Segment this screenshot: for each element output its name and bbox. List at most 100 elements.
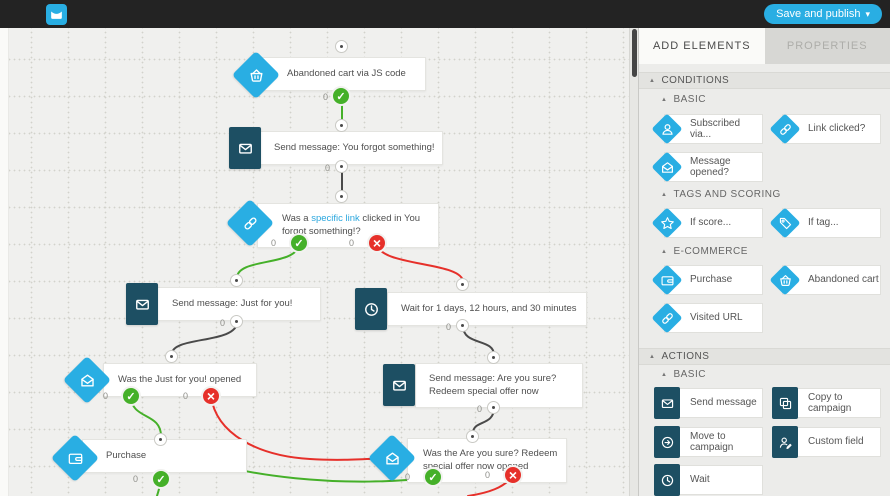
success-port[interactable]	[331, 86, 351, 106]
palette-item-link-clicked[interactable]: Link clicked?	[769, 113, 881, 145]
node-send-message-square[interactable]	[126, 283, 158, 325]
group-actions-basic[interactable]: BASIC	[639, 369, 890, 380]
palette-item-message-opened[interactable]: Message opened?	[651, 151, 763, 183]
node-send-message-square[interactable]	[229, 127, 261, 169]
palette-item-subscribed-via[interactable]: Subscribed via...	[651, 113, 763, 145]
failure-port[interactable]	[367, 233, 387, 253]
group-conditions-basic[interactable]: BASIC	[639, 94, 890, 105]
palette-item-box: Custom field	[782, 427, 881, 457]
node-send-message-square[interactable]	[383, 364, 415, 406]
node-wait[interactable]: Wait for 1 days, 12 hours, and 30 minute…	[387, 292, 587, 326]
node-purchase-diamond[interactable]	[51, 434, 99, 482]
palette-item-box: Move to campaign	[664, 427, 763, 457]
mail-open-icon	[80, 373, 94, 387]
node-label: Abandoned cart via JS code	[287, 67, 406, 79]
palette-item-custom-field[interactable]: Custom field	[769, 426, 881, 458]
node-purchase-condition[interactable]: Purchase	[82, 439, 247, 473]
palette-item-purchase[interactable]: Purchase	[651, 264, 763, 296]
user-icon	[661, 123, 673, 135]
collapse-caret-icon	[661, 369, 673, 380]
palette-item-label: Copy to campaign	[808, 391, 852, 415]
section-actions[interactable]: ACTIONS	[639, 348, 890, 365]
section-conditions[interactable]: CONDITIONS	[639, 72, 890, 89]
palette-item-label: Move to campaign	[690, 430, 734, 454]
specific-link-text[interactable]: specific link	[311, 213, 360, 225]
output-port[interactable]	[456, 319, 469, 332]
link-icon	[778, 122, 792, 136]
scrollbar-thumb[interactable]	[632, 29, 637, 77]
node-label: Was the Just for you! opened	[118, 373, 242, 385]
save-and-publish-button[interactable]: Save and publish	[764, 4, 882, 24]
condition-diamond	[651, 151, 683, 183]
node-send-message-are-you-sure[interactable]: Send message: Are you sure? Redeem speci…	[415, 363, 583, 408]
palette-item-wait[interactable]: Wait	[651, 464, 763, 496]
group-title: BASIC	[673, 369, 706, 380]
input-port[interactable]	[154, 433, 167, 446]
link-icon	[242, 215, 258, 231]
output-port[interactable]	[230, 315, 243, 328]
success-port[interactable]	[423, 467, 443, 487]
tab-add-elements[interactable]: ADD ELEMENTS	[639, 28, 765, 64]
brand-logo-icon[interactable]	[46, 4, 67, 25]
group-e-commerce[interactable]: E-COMMERCE	[639, 246, 890, 257]
palette-item-box: Wait	[664, 465, 763, 495]
collapse-caret-icon	[661, 94, 673, 105]
node-label: Was a specific link clicked in You forgo…	[282, 213, 421, 237]
tab-label: PROPERTIES	[786, 40, 868, 52]
condition-diamond	[769, 113, 801, 145]
node-label: Wait for 1 days, 12 hours, and 30 minute…	[401, 302, 577, 314]
condition-diamond	[769, 207, 801, 239]
palette-item-visited-url[interactable]: Visited URL	[651, 302, 763, 334]
node-send-message-forgot[interactable]: Send message: You forgot something!	[259, 131, 443, 165]
palette-item-send-message[interactable]: Send message	[651, 387, 763, 419]
move-arrow-icon	[661, 436, 673, 448]
basket-icon	[249, 68, 263, 82]
input-port[interactable]	[335, 119, 348, 132]
envelope-icon	[392, 380, 406, 391]
node-wait-square[interactable]	[355, 288, 387, 330]
panel-tabs: ADD ELEMENTS PROPERTIES	[639, 28, 890, 64]
palette-item-if-score[interactable]: If score...	[651, 207, 763, 239]
port-count: 0	[484, 470, 490, 480]
canvas-gutter	[0, 28, 9, 496]
mail-open-icon	[385, 451, 399, 465]
port-count: 0	[322, 92, 328, 102]
input-port[interactable]	[487, 351, 500, 364]
link-icon	[660, 311, 674, 325]
palette-item-move-to-campaign[interactable]: Move to campaign	[651, 426, 763, 458]
input-port[interactable]	[335, 40, 348, 53]
envelope-icon	[661, 398, 673, 408]
condition-diamond	[769, 264, 801, 296]
save-and-publish-label: Save and publish	[776, 8, 861, 20]
mail-open-icon	[661, 161, 673, 173]
port-count: 0	[219, 318, 225, 328]
tab-label: ADD ELEMENTS	[652, 40, 751, 52]
failure-port[interactable]	[503, 465, 523, 485]
input-port[interactable]	[165, 350, 178, 363]
input-port[interactable]	[335, 190, 348, 203]
action-square	[772, 426, 798, 458]
success-port[interactable]	[289, 233, 309, 253]
input-port[interactable]	[230, 274, 243, 287]
input-port[interactable]	[456, 278, 469, 291]
success-port[interactable]	[121, 386, 141, 406]
action-square	[654, 426, 680, 458]
success-port[interactable]	[151, 469, 171, 489]
palette-item-label: If tag...	[808, 217, 839, 229]
envelope-icon	[238, 143, 252, 154]
node-link-clicked-condition[interactable]: Was a specific link clicked in You forgo…	[257, 203, 439, 248]
tab-properties[interactable]: PROPERTIES	[764, 28, 890, 64]
palette-item-abandoned-cart[interactable]: Abandoned cart	[769, 264, 881, 296]
node-abandoned-cart-diamond[interactable]	[232, 51, 280, 99]
group-tags-and-scoring[interactable]: TAGS AND SCORING	[639, 189, 890, 200]
palette-item-copy-to-campaign[interactable]: Copy to campaign	[769, 387, 881, 419]
palette-item-label: Wait	[690, 474, 710, 486]
workflow-canvas[interactable]: Abandoned cart via JS code 0 Send messag…	[0, 28, 638, 496]
output-port[interactable]	[335, 160, 348, 173]
failure-port[interactable]	[201, 386, 221, 406]
palette-item-if-tag[interactable]: If tag...	[769, 207, 881, 239]
port-count: 0	[182, 391, 188, 401]
output-port[interactable]	[487, 401, 500, 414]
vertical-scrollbar[interactable]	[629, 28, 638, 496]
input-port[interactable]	[466, 430, 479, 443]
